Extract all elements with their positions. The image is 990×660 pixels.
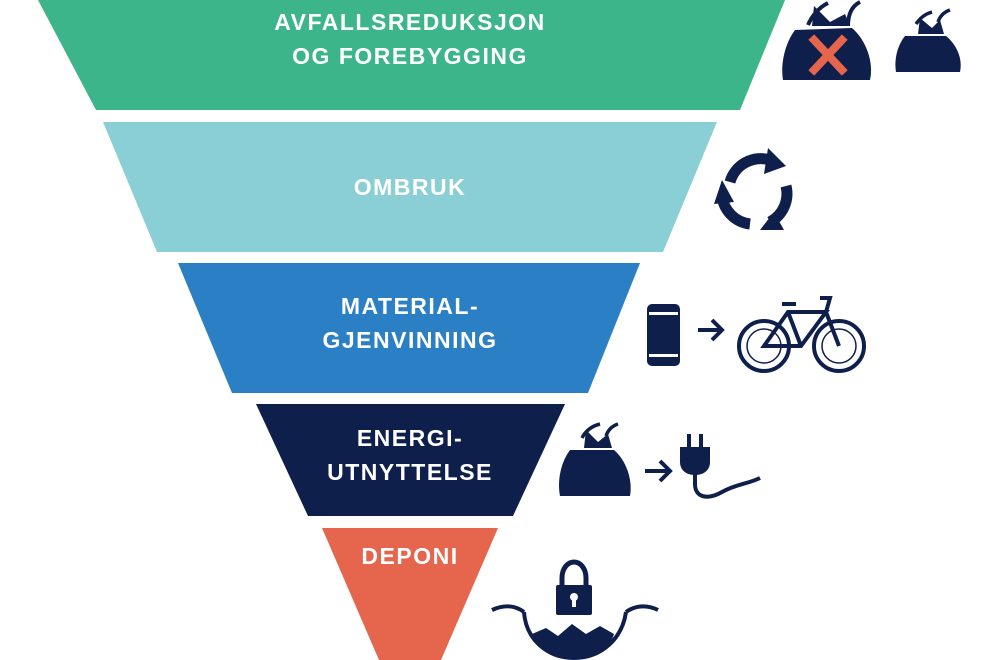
level-3-title-line1: MATERIAL- <box>341 293 479 319</box>
trash-bag-icon <box>559 422 631 496</box>
level-3-band <box>178 263 640 393</box>
trash-bag-icon <box>895 8 961 72</box>
arrow-right-icon <box>645 459 673 483</box>
level-4-title-line2: UTNYTTELSE <box>327 459 493 485</box>
level-2-title: OMBRUK <box>354 174 467 200</box>
level-5-title: DEPONI <box>361 543 458 569</box>
recycle-arrows-icon <box>714 148 793 230</box>
landfill-pit-icon <box>491 604 659 660</box>
level-1-title-line2: OG FOREBYGGING <box>292 43 528 69</box>
crossed-out-trash-bag-icon <box>782 0 872 80</box>
level-5-band <box>322 528 498 660</box>
power-plug-icon <box>680 434 761 499</box>
bicycle-icon <box>737 296 866 373</box>
level-4-title-line1: ENERGI- <box>357 425 463 451</box>
level-4-band <box>256 404 565 516</box>
level-3-title-line2: GJENVINNING <box>323 327 498 353</box>
level-2-band <box>103 122 717 252</box>
arrow-right-icon <box>698 318 725 342</box>
can-icon <box>647 304 680 366</box>
level-1-band <box>38 0 785 110</box>
level-1-title-line1: AVFALLSREDUKSJON <box>274 9 546 35</box>
padlock-icon <box>556 559 592 615</box>
